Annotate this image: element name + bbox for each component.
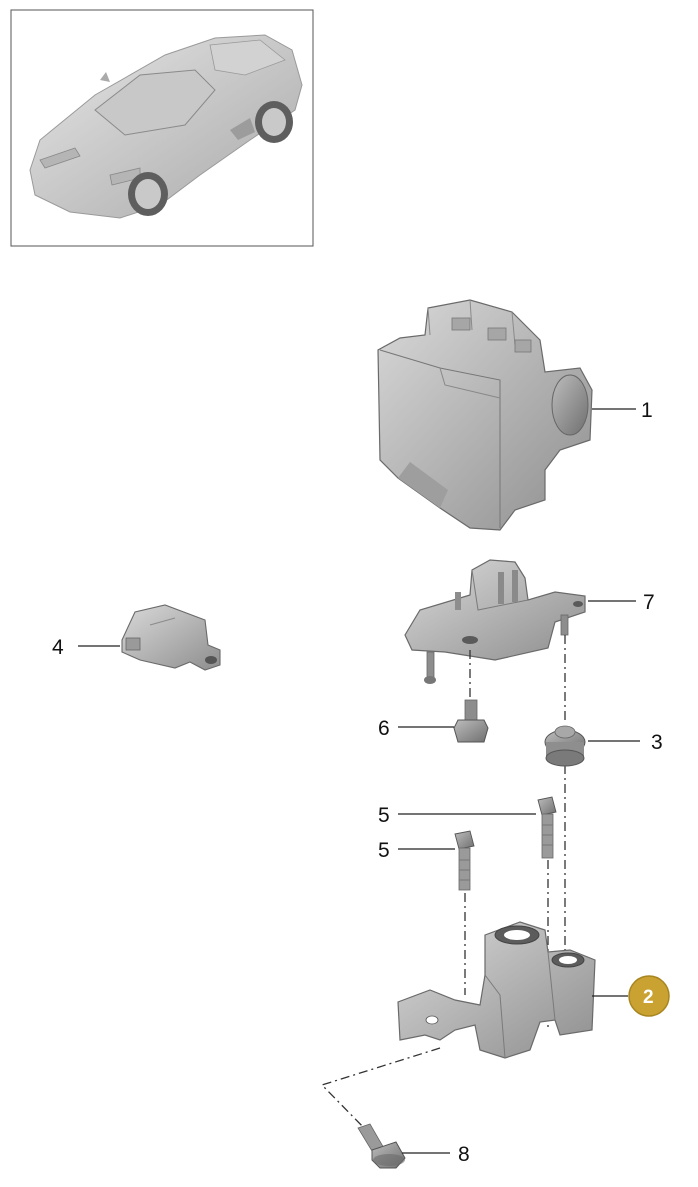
callout-3: 3 <box>588 731 663 754</box>
callout-5a: 5 <box>378 804 536 827</box>
callout-6: 6 <box>378 717 454 740</box>
hex-bolt-icon <box>453 699 489 743</box>
callout-4: 4 <box>52 636 120 659</box>
svg-text:6: 6 <box>378 717 390 740</box>
sports-car-icon <box>29 34 303 219</box>
highlighted-callout-badge <box>628 975 670 1017</box>
yaw-rate-sensor-icon <box>121 604 221 671</box>
svg-text:8: 8 <box>458 1143 470 1166</box>
callout-2: 2 <box>592 975 670 1017</box>
svg-text:5: 5 <box>378 804 390 827</box>
svg-text:3: 3 <box>651 731 663 754</box>
vehicle-thumbnail <box>10 9 314 247</box>
abs-hydraulic-unit-icon <box>377 299 593 531</box>
svg-text:4: 4 <box>52 636 64 659</box>
flange-bolt-icon <box>357 1123 406 1169</box>
mounting-bracket-icon <box>404 559 586 684</box>
assembly-lines <box>320 635 566 1133</box>
svg-text:2: 2 <box>643 987 654 1008</box>
callout-5b: 5 <box>378 839 455 862</box>
support-bracket-icon <box>397 921 596 1059</box>
callout-7: 7 <box>588 591 655 614</box>
svg-text:7: 7 <box>643 591 655 614</box>
callout-8: 8 <box>402 1143 470 1166</box>
bolt-icon <box>537 796 557 859</box>
svg-text:1: 1 <box>641 399 653 422</box>
bolt-icon <box>454 830 475 891</box>
svg-text:5: 5 <box>378 839 390 862</box>
callout-1: 1 <box>592 399 653 422</box>
rubber-mount-icon <box>544 725 586 767</box>
